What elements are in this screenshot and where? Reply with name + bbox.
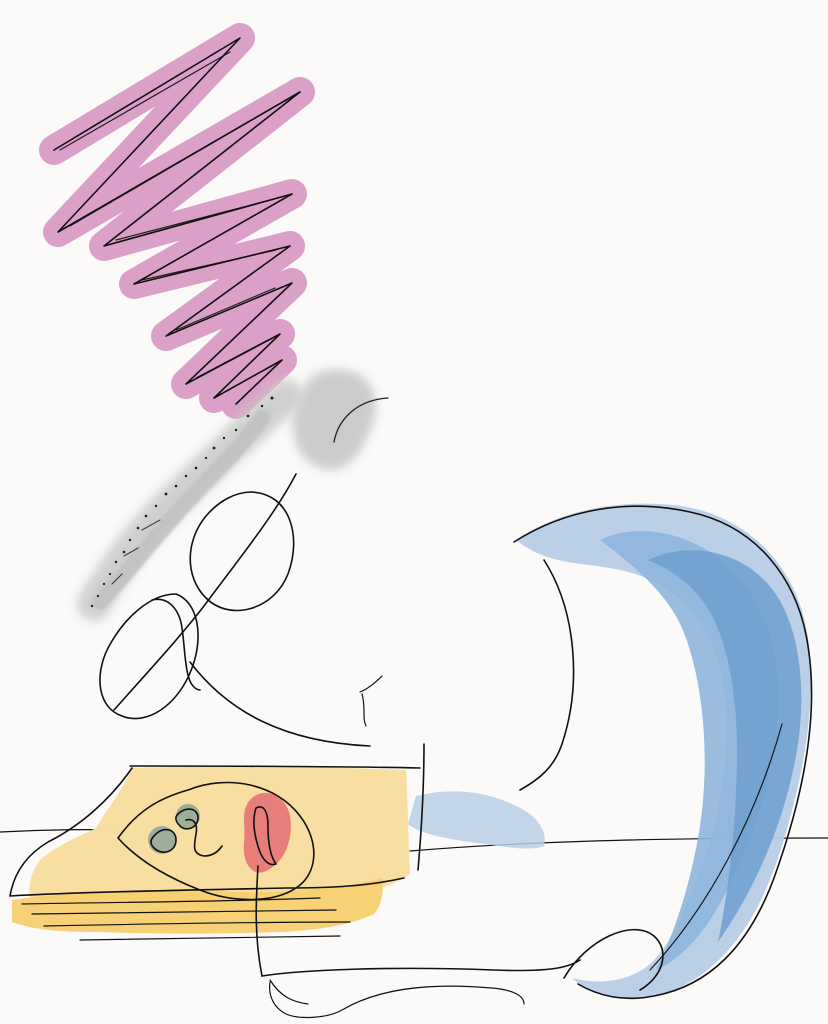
blue-crescent [408,503,813,1000]
ink-eyeglasses [99,473,383,747]
pink-zigzag [39,23,315,419]
face-doodle [117,781,581,1019]
yellow-paper-stack [9,743,425,941]
gray-smoke [77,369,389,621]
